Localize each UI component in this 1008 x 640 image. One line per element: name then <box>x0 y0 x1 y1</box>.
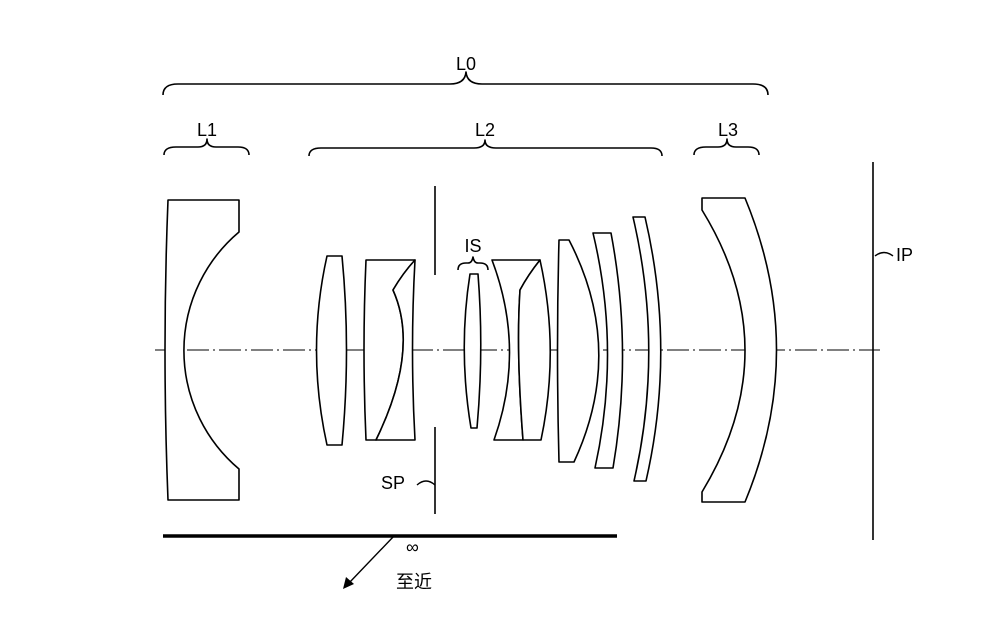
ip-leader-line <box>874 251 894 257</box>
bracket-l1 <box>163 138 250 156</box>
label-closest: 至近 <box>396 572 432 592</box>
bracket-l2 <box>308 139 663 157</box>
lens-l2-cemented-rear <box>375 259 416 441</box>
lens-l3 <box>701 197 778 503</box>
focus-direction-arrowhead <box>343 577 354 589</box>
label-l0: L0 <box>456 54 476 74</box>
label-is: IS <box>464 236 481 256</box>
bracket-l0 <box>162 71 769 96</box>
label-sp: SP <box>381 473 405 493</box>
focus-direction-arrow-line <box>348 535 395 584</box>
label-l1: L1 <box>197 120 217 140</box>
bracket-is <box>457 256 489 271</box>
bracket-l3 <box>693 138 760 156</box>
lens-l2-element-5 <box>556 239 600 463</box>
lens-l2-element-1 <box>315 255 348 446</box>
lens-l2-cemented-2-rear <box>517 259 552 441</box>
lens-l2-element-6 <box>592 232 624 469</box>
lens-is-element <box>463 273 482 429</box>
label-ip: IP <box>896 245 913 265</box>
lens-l1 <box>164 199 240 501</box>
lens-l2-element-7 <box>632 216 662 482</box>
stop-leader-line <box>416 480 436 486</box>
label-l3: L3 <box>718 120 738 140</box>
label-l2: L2 <box>475 120 495 140</box>
label-infinity: ∞ <box>406 537 419 557</box>
